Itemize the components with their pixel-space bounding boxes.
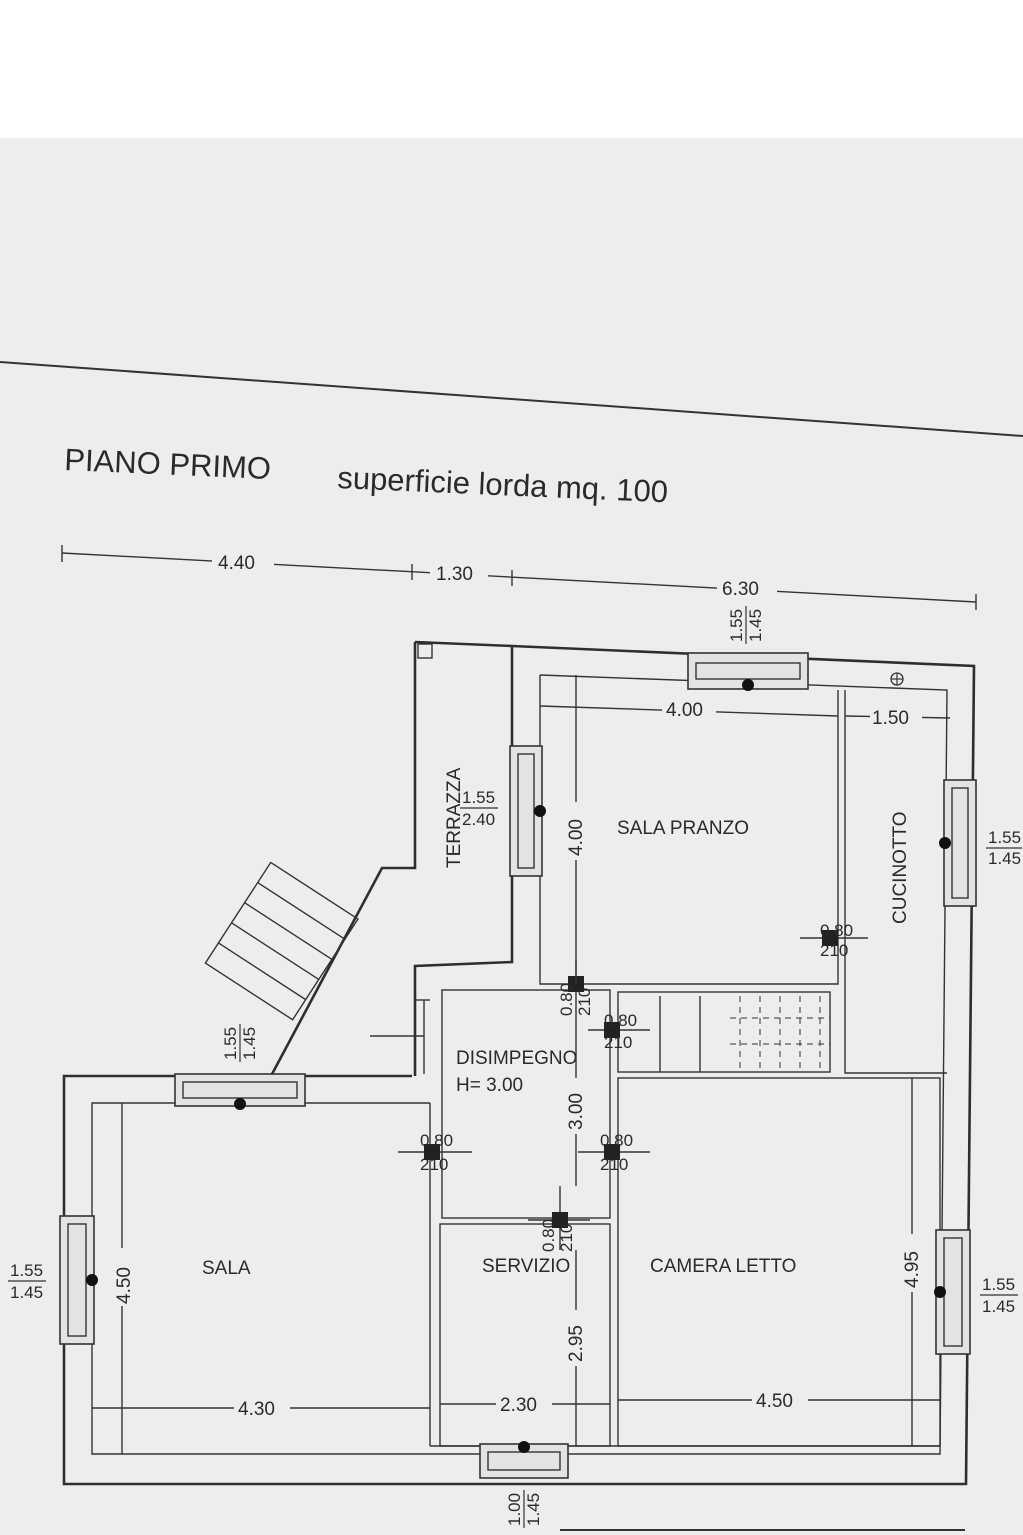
dim-servizio-depth: 2.95 bbox=[566, 1325, 587, 1362]
top-dimension-line: 4.40 1.30 6.30 bbox=[61, 545, 977, 610]
win-top-num: 1.55 bbox=[727, 609, 746, 642]
room-cucinotto: CUCINOTTO bbox=[890, 811, 911, 924]
dim-sala-depth: 4.50 bbox=[114, 1267, 135, 1304]
door1-height: 210 bbox=[820, 941, 848, 960]
win-cucinotto-den: 1.45 bbox=[988, 849, 1021, 868]
win-top-den: 1.45 bbox=[746, 609, 765, 642]
door2-width: 0.80 bbox=[557, 983, 576, 1016]
dim-servizio-width: 2.30 bbox=[500, 1395, 537, 1416]
win-bottom-num: 1.00 bbox=[505, 1493, 524, 1526]
win-bottom-den: 1.45 bbox=[524, 1493, 543, 1526]
door-sala-pranzo[interactable] bbox=[800, 930, 868, 946]
doors bbox=[398, 930, 868, 1250]
door6-height: 210 bbox=[557, 1224, 576, 1252]
room-terrazza: TERRAZZA bbox=[444, 767, 465, 868]
internal-stair bbox=[659, 996, 830, 1072]
win-sala-left-den: 1.45 bbox=[10, 1283, 43, 1302]
interior-dimensions: 4.00 1.50 4.00 3.00 2.95 4.95 4.50 4.30 bbox=[92, 675, 951, 1454]
door4-width: 0.80 bbox=[420, 1131, 453, 1150]
window-sala-top[interactable] bbox=[174, 1073, 306, 1110]
window-top[interactable] bbox=[687, 652, 809, 691]
dim-cucinotto-width: 1.50 bbox=[872, 708, 909, 729]
dim-top-right: 6.30 bbox=[722, 579, 759, 600]
sheet-border-line bbox=[0, 361, 1023, 437]
dim-camera-width: 4.50 bbox=[756, 1391, 793, 1412]
door4-height: 210 bbox=[420, 1155, 448, 1174]
win-camera-den: 1.45 bbox=[982, 1297, 1015, 1316]
win-sala-top-num: 1.55 bbox=[221, 1027, 240, 1060]
win-camera-num: 1.55 bbox=[982, 1275, 1015, 1294]
door-labels: 0.80 210 0.80 210 0.80 210 0.80 210 0.80… bbox=[420, 921, 853, 1252]
external-stair bbox=[204, 861, 359, 1021]
door2-height: 210 bbox=[575, 988, 594, 1016]
window-terrazza[interactable] bbox=[509, 745, 546, 877]
room-sala-pranzo: SALA PRANZO bbox=[617, 818, 749, 839]
win-terrazza-den: 2.40 bbox=[462, 810, 495, 829]
win-sala-left-num: 1.55 bbox=[10, 1261, 43, 1280]
dim-top-mid: 1.30 bbox=[436, 564, 473, 585]
door1-width: 0.80 bbox=[820, 921, 853, 940]
plan-title: PIANO PRIMO bbox=[64, 442, 272, 486]
dim-sala-pranzo-width: 4.00 bbox=[666, 700, 703, 721]
door3-height: 210 bbox=[604, 1033, 632, 1052]
dim-sala-pranzo-depth: 4.00 bbox=[566, 819, 587, 856]
window-labels: 1.55 1.45 1.55 2.40 1.55 1.45 1.55 1.45 … bbox=[8, 606, 1022, 1528]
room-servizio: SERVIZIO bbox=[482, 1256, 570, 1277]
room-disimpegno-height: H= 3.00 bbox=[456, 1075, 523, 1096]
dim-top-left: 4.40 bbox=[218, 553, 255, 574]
win-terrazza-num: 1.55 bbox=[462, 788, 495, 807]
window-cucinotto[interactable] bbox=[939, 779, 977, 907]
door5-width: 0.80 bbox=[600, 1131, 633, 1150]
window-sala-left[interactable] bbox=[59, 1215, 98, 1345]
door-camera[interactable] bbox=[578, 1144, 650, 1160]
door-servizio[interactable] bbox=[528, 1186, 590, 1250]
door-sala[interactable] bbox=[398, 1144, 472, 1160]
door6-width: 0.80 bbox=[539, 1219, 558, 1252]
window-camera-right[interactable] bbox=[934, 1229, 971, 1355]
window-bottom[interactable] bbox=[479, 1441, 569, 1479]
dim-disimpegno-depth: 3.00 bbox=[566, 1093, 587, 1130]
room-camera-letto: CAMERA LETTO bbox=[650, 1256, 796, 1277]
dim-sala-width: 4.30 bbox=[238, 1399, 275, 1420]
door3-width: 0.80 bbox=[604, 1011, 637, 1030]
dim-camera-depth: 4.95 bbox=[902, 1251, 923, 1288]
plan-subtitle: superficie lorda mq. 100 bbox=[337, 460, 669, 509]
door-stair[interactable] bbox=[588, 1022, 650, 1038]
utility-symbol-icon bbox=[890, 672, 904, 686]
door5-height: 210 bbox=[600, 1155, 628, 1174]
win-sala-top-den: 1.45 bbox=[240, 1027, 259, 1060]
room-sala: SALA bbox=[202, 1258, 251, 1279]
room-disimpegno: DISIMPEGNO bbox=[456, 1048, 577, 1069]
win-cucinotto-num: 1.55 bbox=[988, 828, 1021, 847]
